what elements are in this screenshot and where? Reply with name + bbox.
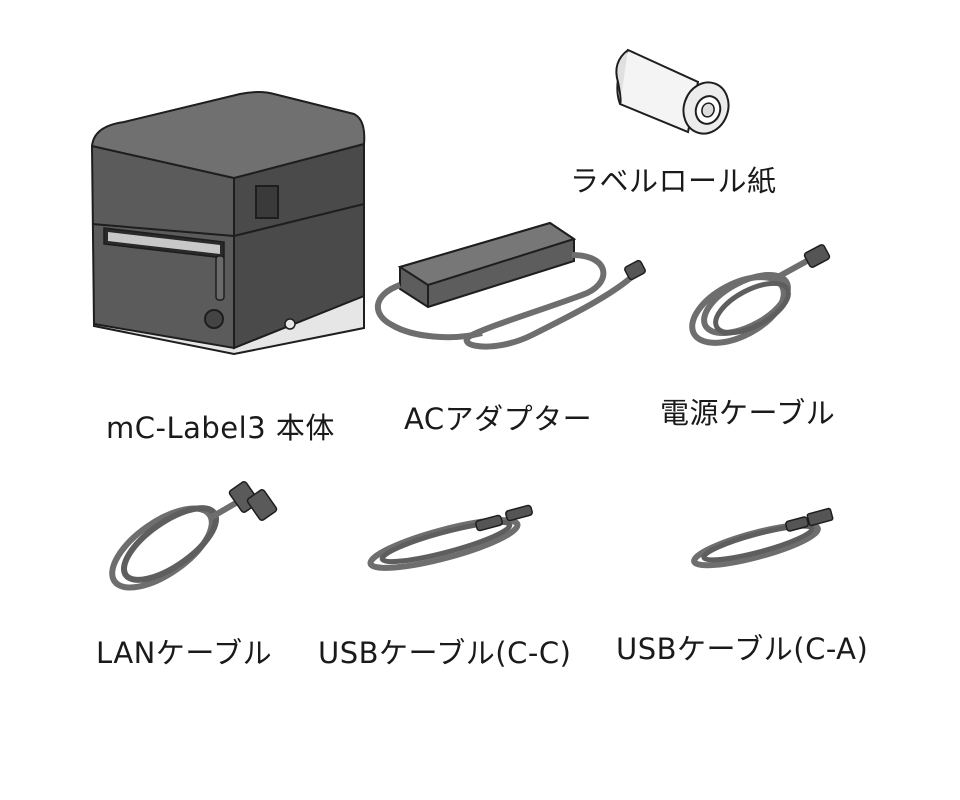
lan-cable-label: LANケーブル	[96, 636, 273, 670]
usb-c-c-cable-label: USBケーブル(C-C)	[318, 636, 572, 670]
lan-cable-icon	[100, 478, 280, 598]
usb-c-a-cable-label: USBケーブル(C-A)	[616, 632, 869, 666]
paper-roll-label: ラベルロール紙	[570, 164, 777, 198]
usb-c-c-cable-icon	[366, 500, 536, 580]
power-cable-icon	[676, 238, 836, 368]
printer-label: mC-Label3 本体	[106, 411, 335, 445]
ac-adapter-label: ACアダプター	[404, 402, 593, 436]
usb-c-a-cable-icon	[690, 505, 835, 575]
printer-icon	[84, 86, 374, 376]
power-cable-label: 電源ケーブル	[660, 396, 836, 430]
paper-roll-icon	[610, 42, 735, 137]
ac-adapter-icon	[372, 215, 652, 365]
